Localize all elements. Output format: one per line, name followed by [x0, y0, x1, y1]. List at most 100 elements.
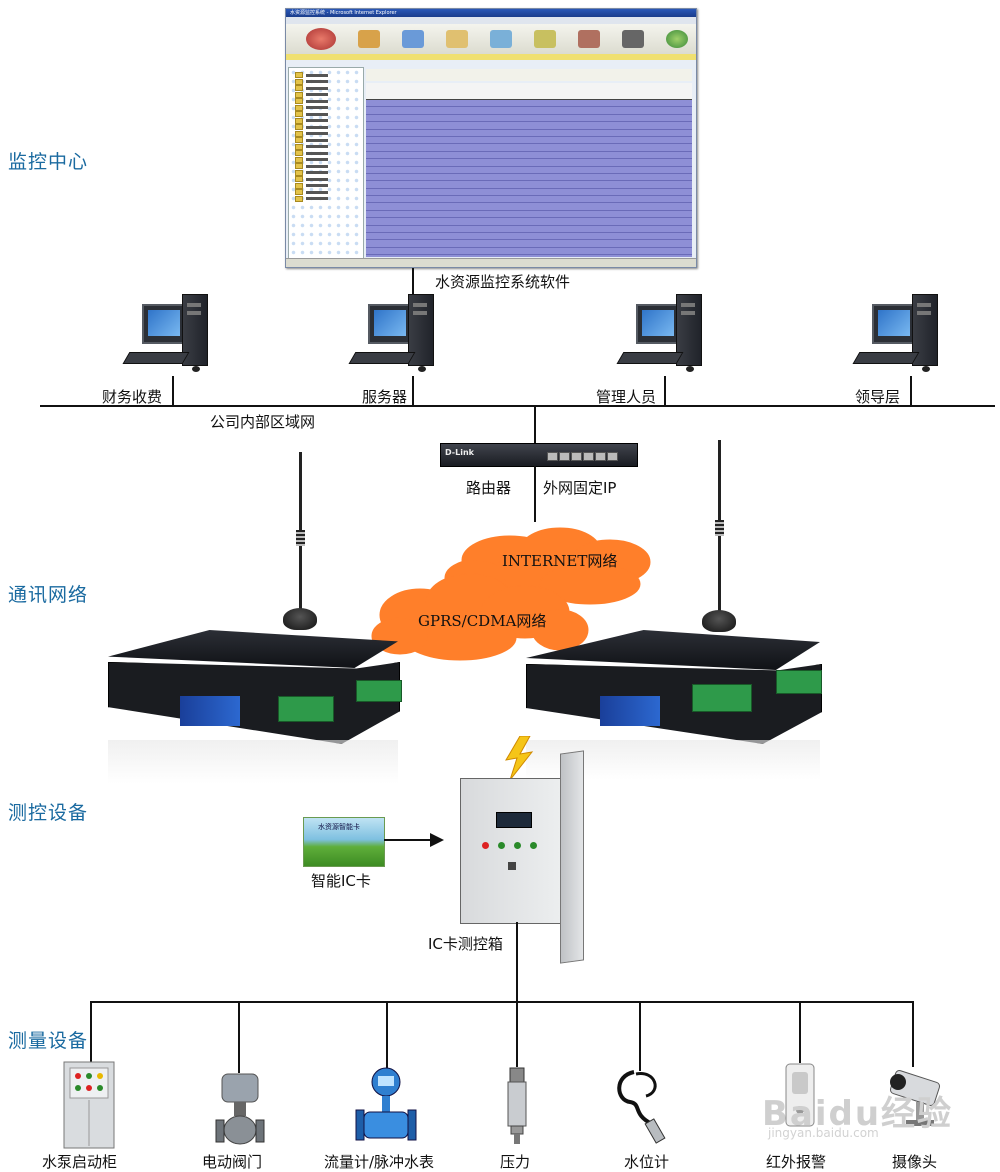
- router-brand: D-Link: [445, 448, 474, 457]
- computer-management: [616, 294, 710, 376]
- drop-line-infrared: [799, 1001, 801, 1063]
- device-label-pressure: 压力: [500, 1153, 531, 1171]
- right-gateway-terminal-1: [692, 684, 752, 712]
- control-box-button-green-1: [498, 842, 505, 849]
- drop-line-valve: [238, 1001, 240, 1073]
- internet-network-label: INTERNET网络: [502, 552, 618, 570]
- pressure-sensor-icon: [507, 1067, 527, 1144]
- lightning-bolt-icon: [505, 736, 534, 780]
- left-antenna-coil: [296, 530, 305, 546]
- control-box-button-green-3: [530, 842, 537, 849]
- ic-card-label: 智能IC卡: [311, 872, 371, 890]
- baidu-watermark-url: jingyan.baidu.com: [768, 1126, 879, 1140]
- computer-server: [348, 294, 442, 376]
- left-gateway-terminal-1: [278, 696, 334, 722]
- control-box-button-red: [482, 842, 489, 849]
- device-label-pump: 水泵启动柜: [42, 1153, 118, 1171]
- camera-icon: [889, 1070, 941, 1126]
- section-measurement-equipment: 测量设备: [8, 1030, 89, 1052]
- control-box-label: IC卡测控箱: [428, 935, 503, 953]
- toolbar-edit-icon: [446, 30, 468, 48]
- router-device: D-Link: [440, 443, 638, 467]
- software-window-title: 水资源监控系统 - Microsoft Internet Explorer: [286, 9, 696, 17]
- software-status-bar: [286, 258, 696, 267]
- software-filter-bar: [366, 69, 692, 81]
- gprs-network-label: GPRS/CDMA网络: [418, 612, 547, 630]
- left-gateway-terminal-2: [356, 680, 402, 702]
- measurement-bus-line: [90, 1001, 914, 1003]
- section-communication-network: 通讯网络: [8, 584, 89, 606]
- drop-line-camera: [912, 1001, 914, 1067]
- drop-line-water-level: [639, 1001, 641, 1071]
- infrared-alarm-icon: [785, 1063, 815, 1127]
- software-toolbar: [286, 24, 696, 54]
- lan-bus-line: [40, 405, 995, 407]
- device-label-valve: 电动阀门: [202, 1153, 263, 1171]
- software-screenshot: 水资源监控系统 - Microsoft Internet Explorer: [285, 8, 697, 268]
- computer-label-leadership: 领导层: [855, 388, 901, 406]
- toolbar-folder-icon: [358, 30, 380, 48]
- flowmeter-icon: [355, 1067, 417, 1141]
- left-gateway-body: [108, 662, 400, 744]
- drop-line-finance: [172, 376, 174, 406]
- left-gateway-top: [108, 630, 398, 668]
- device-label-water-level: 水位计: [624, 1153, 670, 1171]
- pump-cabinet-icon: [63, 1061, 115, 1149]
- toolbar-globe-icon: [666, 30, 688, 48]
- electric-valve-icon: [215, 1073, 265, 1145]
- drop-line-leadership: [910, 376, 912, 406]
- device-label-infrared: 红外报警: [766, 1153, 827, 1171]
- left-antenna-base: [283, 608, 317, 630]
- section-control-equipment: 测控设备: [8, 802, 89, 824]
- computer-label-finance: 财务收费: [102, 388, 163, 406]
- drop-line-server: [412, 376, 414, 406]
- water-level-gauge-icon: [617, 1070, 666, 1144]
- lan-to-router-line: [534, 406, 536, 443]
- control-box-door: [560, 750, 584, 964]
- control-box-button-green-2: [514, 842, 521, 849]
- computer-finance: [122, 294, 216, 376]
- router-label: 路由器: [466, 479, 512, 497]
- drop-line-pressure: [516, 1001, 518, 1067]
- drop-line-flowmeter: [386, 1001, 388, 1069]
- left-gateway-panel: [180, 696, 240, 726]
- right-gateway-terminal-2: [776, 670, 822, 694]
- ic-card-text: 水资源智能卡: [318, 823, 360, 831]
- router-to-cloud-line: [534, 466, 536, 522]
- control-box-lock: [508, 862, 516, 870]
- software-to-server-line: [412, 268, 414, 296]
- software-tree-panel: [288, 67, 364, 259]
- ic-card-image: [303, 817, 385, 867]
- right-gateway-panel: [600, 696, 660, 726]
- right-antenna-base: [702, 610, 736, 632]
- software-data-grid: [366, 83, 692, 263]
- computer-label-server: 服务器: [362, 388, 408, 406]
- grid-header: [366, 83, 692, 100]
- computer-label-management: 管理人员: [596, 388, 657, 406]
- toolbar-document-icon: [402, 30, 424, 48]
- toolbar-chart-icon: [534, 30, 556, 48]
- box-to-bus-line: [516, 922, 518, 1002]
- toolbar-logo-icon: [306, 28, 336, 50]
- drop-line-management: [664, 376, 666, 406]
- device-label-camera: 摄像头: [892, 1153, 938, 1171]
- toolbar-print-icon: [622, 30, 644, 48]
- baidu-watermark: Baidu经验: [762, 1094, 954, 1134]
- software-info-strip: [286, 54, 696, 60]
- right-antenna-coil: [715, 520, 724, 536]
- drop-line-pump: [90, 1001, 92, 1063]
- card-to-box-arrow-icon: [384, 833, 444, 847]
- toolbar-report-icon: [578, 30, 600, 48]
- device-label-flowmeter: 流量计/脉冲水表: [324, 1153, 435, 1171]
- section-monitoring-center: 监控中心: [8, 151, 89, 173]
- control-box-display: [496, 812, 532, 828]
- software-menu-bar: [286, 17, 696, 24]
- router-ip-label: 外网固定IP: [543, 479, 617, 497]
- computer-leadership: [852, 294, 946, 376]
- software-caption: 水资源监控系统软件: [435, 273, 571, 291]
- toolbar-search-icon: [490, 30, 512, 48]
- left-gateway-reflection: [108, 740, 398, 784]
- control-box-image: [460, 778, 562, 924]
- lan-label: 公司内部区域网: [210, 413, 316, 431]
- network-clouds: [371, 527, 651, 661]
